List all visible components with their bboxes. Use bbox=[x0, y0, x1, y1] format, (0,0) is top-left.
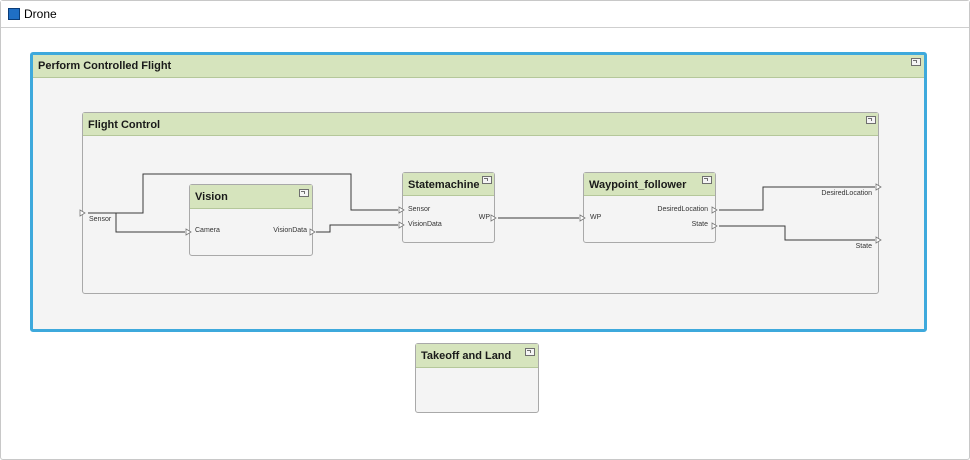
port-label-flight-control-desiredlocation: DesiredLocation bbox=[821, 190, 872, 197]
port-label-flight-control-state: State bbox=[855, 243, 872, 250]
port-label-waypoint-state: State bbox=[691, 221, 708, 228]
port-label-statemachine-wp: WP bbox=[478, 214, 490, 221]
component-icon bbox=[702, 176, 712, 184]
component-header: Flight Control bbox=[83, 113, 878, 136]
component-header: Waypoint_follower bbox=[584, 173, 715, 196]
port-label-waypoint-desiredlocation: DesiredLocation bbox=[657, 206, 708, 213]
component-icon bbox=[525, 348, 535, 356]
component-title: Flight Control bbox=[88, 119, 161, 131]
component-icon bbox=[866, 116, 876, 124]
port-label-flight-control-sensor: Sensor bbox=[89, 216, 112, 223]
component-header: Takeoff and Land bbox=[416, 344, 538, 368]
component-header: Perform Controlled Flight bbox=[33, 55, 924, 78]
component-takeoff-and-land[interactable]: Takeoff and Land bbox=[415, 343, 539, 413]
model-title: Drone bbox=[24, 7, 57, 21]
component-title: Takeoff and Land bbox=[421, 350, 512, 362]
port-label-waypoint-wp: WP bbox=[590, 214, 602, 221]
component-title: Perform Controlled Flight bbox=[38, 60, 172, 72]
component-title: Statemachine bbox=[408, 179, 480, 191]
port-label-vision-camera: Camera bbox=[195, 227, 220, 234]
component-title: Waypoint_follower bbox=[589, 179, 687, 191]
port-label-vision-visiondata: VisionData bbox=[273, 227, 307, 234]
port-label-statemachine-visiondata: VisionData bbox=[408, 221, 442, 228]
component-statemachine[interactable]: Statemachine bbox=[402, 172, 495, 243]
component-title: Vision bbox=[195, 191, 228, 203]
model-titlebar: Drone bbox=[1, 1, 969, 28]
model-icon bbox=[8, 8, 20, 20]
component-icon bbox=[482, 176, 492, 184]
component-icon bbox=[911, 58, 921, 66]
component-header: Vision bbox=[190, 185, 312, 209]
component-vision[interactable]: Vision bbox=[189, 184, 313, 256]
port-label-statemachine-sensor: Sensor bbox=[408, 206, 431, 213]
component-icon bbox=[299, 189, 309, 197]
component-header: Statemachine bbox=[403, 173, 494, 196]
